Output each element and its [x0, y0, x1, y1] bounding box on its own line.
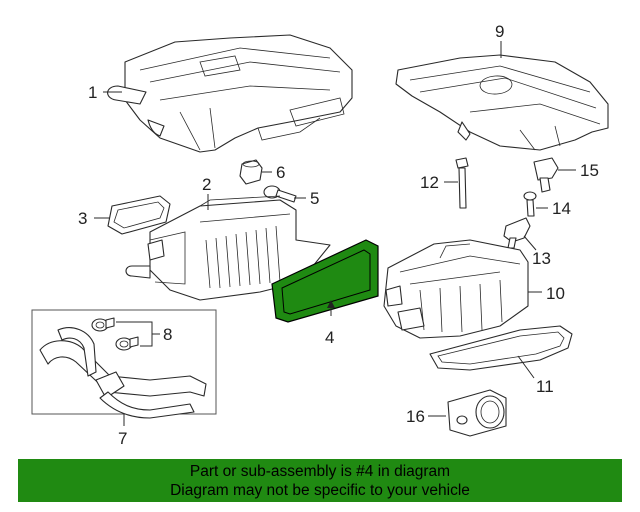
part-15-sensor[interactable]	[533, 157, 559, 193]
part-14-bolt[interactable]	[523, 191, 537, 217]
callout-15: 15	[580, 161, 599, 180]
callout-2: 2	[202, 175, 211, 194]
part-16-throttle-body[interactable]	[447, 389, 507, 437]
part-5-bolt[interactable]	[263, 185, 297, 203]
part-2-intercooler[interactable]	[125, 195, 331, 301]
leader-8	[116, 321, 160, 347]
leader-11	[517, 355, 535, 379]
callout-12: 12	[420, 173, 439, 192]
part-13-sensor[interactable]	[503, 217, 531, 249]
part-7-hoses[interactable]	[39, 327, 207, 419]
part-12-bolt[interactable]	[455, 157, 469, 209]
callout-3: 3	[78, 209, 87, 228]
callout-14: 14	[552, 199, 571, 218]
callout-8: 8	[163, 325, 172, 344]
callout-9: 9	[495, 22, 504, 41]
part-6-cap[interactable]	[239, 159, 263, 185]
leader-4-arrow	[327, 300, 335, 308]
part-4-highlighted-gasket[interactable]	[271, 239, 379, 323]
leader-13	[523, 235, 537, 251]
callout-10: 10	[546, 284, 565, 303]
hose-kit-box	[31, 309, 217, 415]
callout-13: 13	[532, 249, 551, 268]
callout-4: 4	[325, 328, 334, 347]
part-10-supercharger[interactable]	[383, 239, 529, 339]
part-9-supercharger-cover[interactable]	[395, 54, 609, 151]
callout-16: 16	[406, 407, 425, 426]
banner-line-1: Part or sub-assembly is #4 in diagram	[189, 463, 451, 480]
part-11-seal[interactable]	[429, 325, 573, 371]
info-banner: Part or sub-assembly is #4 in diagram Di…	[18, 459, 622, 502]
banner-line-2: Diagram may not be specific to your vehi…	[170, 482, 470, 499]
part-8-clamps[interactable]	[91, 317, 139, 351]
callout-5: 5	[310, 189, 319, 208]
part-3-gasket[interactable]	[107, 195, 171, 235]
callout-1: 1	[88, 83, 97, 102]
part-1-supercharger-cover[interactable]	[107, 34, 353, 153]
callout-11: 11	[536, 377, 554, 396]
callout-6: 6	[276, 163, 285, 182]
callout-7: 7	[118, 429, 127, 448]
